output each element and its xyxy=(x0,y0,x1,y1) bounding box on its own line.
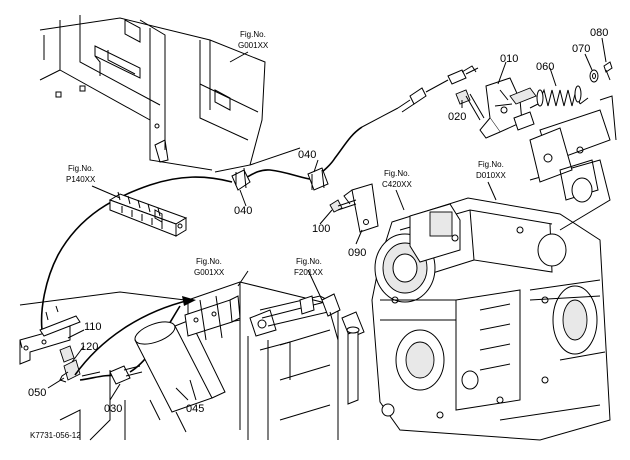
part-label-040b: 040 xyxy=(234,205,252,217)
part-label-045: 045 xyxy=(186,403,204,415)
part-label-090: 090 xyxy=(348,247,366,259)
leader-lines xyxy=(47,37,607,401)
fig-ref-code: P140XX xyxy=(66,175,96,184)
fig-ref-code: G001XX xyxy=(238,41,269,50)
part-label-050: 050 xyxy=(28,387,46,399)
part-label-020: 020 xyxy=(448,111,466,123)
frame-upper xyxy=(39,15,301,173)
pin-080 xyxy=(603,61,613,81)
engine-block xyxy=(371,95,617,441)
fig-ref-code: C420XX xyxy=(382,180,412,189)
fig-ref-code: D010XX xyxy=(476,171,506,180)
cable-030 xyxy=(79,305,181,385)
part-label-030: 030 xyxy=(104,403,122,415)
fig-ref-label: Fig.No. xyxy=(478,160,504,169)
fig-ref-f201: Fig.No. F201XX xyxy=(294,257,324,277)
cable-clamp-plate xyxy=(108,191,188,237)
part-label-040a: 040 xyxy=(298,149,316,161)
bolt-020 xyxy=(455,89,485,121)
fig-ref-label: Fig.No. xyxy=(384,169,410,178)
drawing-id: K7731-056-12 xyxy=(30,431,81,440)
governor-lever-010 xyxy=(479,77,537,139)
lower-bracket xyxy=(19,291,186,383)
clip-f201 xyxy=(321,293,365,405)
part-label-070: 070 xyxy=(572,43,590,55)
fig-ref-label: Fig.No. xyxy=(196,257,222,266)
fig-ref-code: F201XX xyxy=(294,268,324,277)
fig-ref-d010: Fig.No. D010XX xyxy=(476,160,506,180)
part-label-080: 080 xyxy=(590,27,608,39)
fig-ref-g001-top: Fig.No. G001XX xyxy=(238,30,269,50)
fig-ref-code: G001XX xyxy=(194,268,225,277)
frame-middle xyxy=(59,281,339,441)
part-label-110: 110 xyxy=(84,321,102,333)
part-label-010: 010 xyxy=(500,53,518,65)
cylinder-045 xyxy=(134,319,226,433)
throttle-cable xyxy=(40,65,479,331)
washer-070 xyxy=(589,69,599,83)
fig-ref-c420: Fig.No. C420XX xyxy=(382,169,412,189)
fig-ref-label: Fig.No. xyxy=(68,164,94,173)
fig-ref-g001-mid: Fig.No. G001XX xyxy=(194,257,225,277)
fig-ref-label: Fig.No. xyxy=(240,30,266,39)
fig-ref-label: Fig.No. xyxy=(296,257,322,266)
spring-060 xyxy=(529,85,589,109)
part-label-100: 100 xyxy=(312,223,330,235)
part-label-060: 060 xyxy=(536,61,554,73)
part-label-120: 120 xyxy=(80,341,98,353)
fig-ref-p140: Fig.No. P140XX xyxy=(66,164,96,184)
cable-arrow xyxy=(74,296,196,376)
